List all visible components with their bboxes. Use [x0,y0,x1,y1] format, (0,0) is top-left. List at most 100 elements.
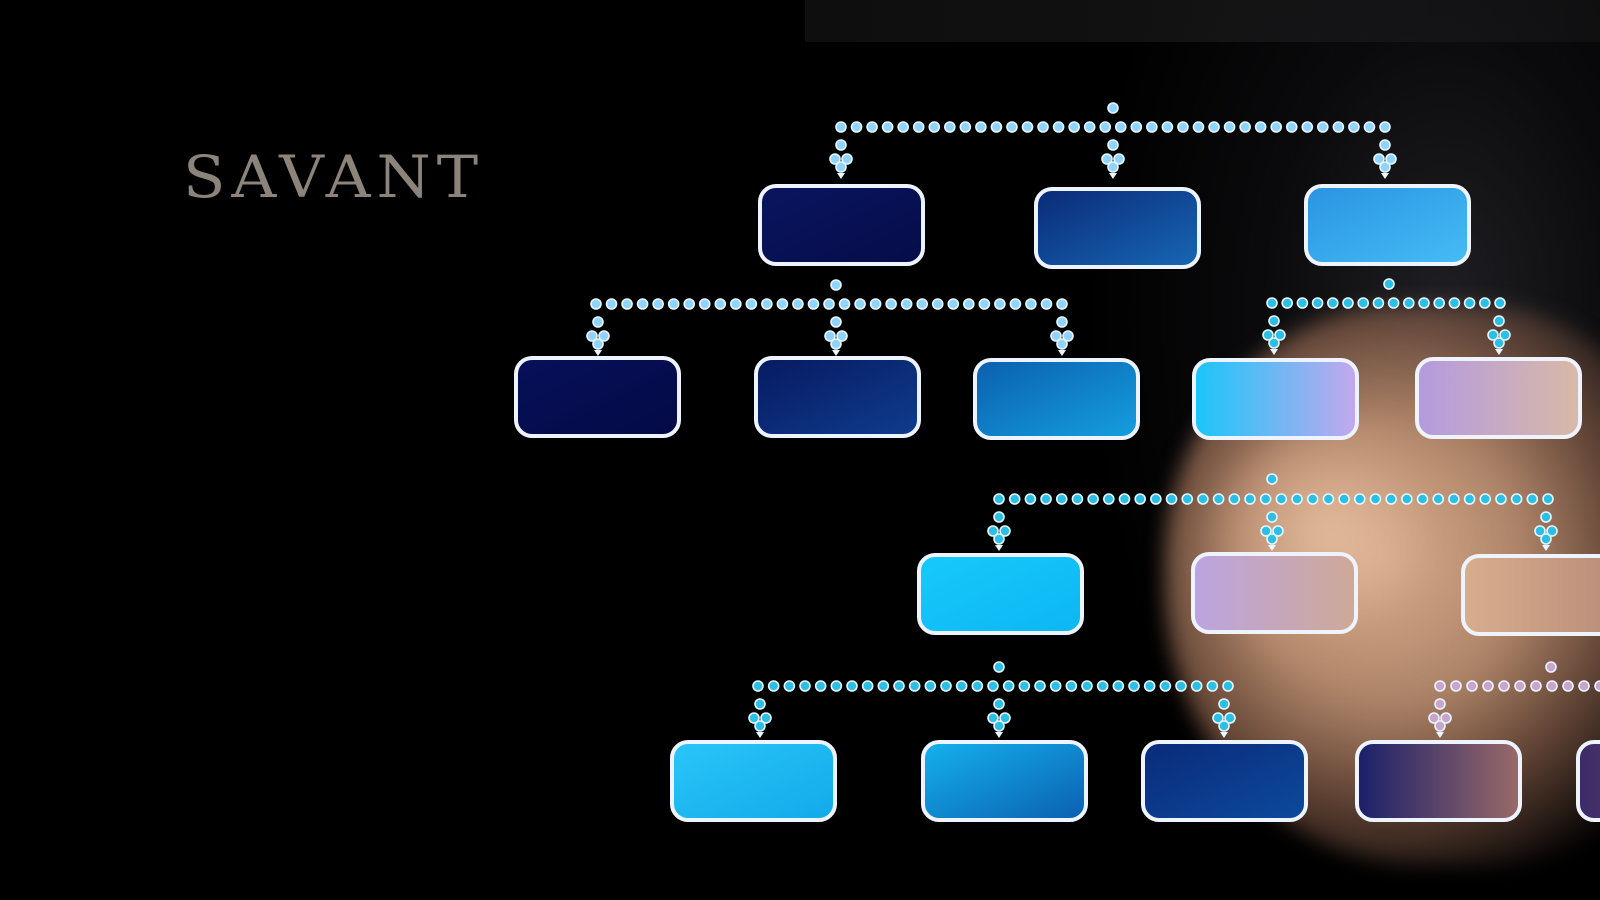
connector-dot [1493,315,1505,327]
arrow-icon [995,545,1003,551]
org-box [973,358,1140,440]
connector-dot [776,298,789,310]
connector-dot [1159,680,1172,692]
org-box [754,356,921,438]
connector-dot [1218,698,1230,710]
connector-dot [1101,153,1113,165]
connector-dot [1357,297,1369,309]
connector-dot [1463,297,1476,309]
connector-dot [683,298,696,310]
connector-dot [1562,680,1574,692]
connector-dot [754,720,766,732]
connector-dot [1540,511,1552,523]
connector-dot [1177,121,1189,133]
connector-dot [1332,121,1345,133]
connector-dot [900,298,913,310]
arrow-icon [832,350,840,356]
connector-dot [1545,661,1557,673]
connector-dot [1268,315,1280,327]
connector-dot [1266,511,1278,523]
connector-dot [1222,680,1234,692]
connector-dot [931,298,944,310]
connector-dot [1546,680,1558,692]
connector-dot [1143,680,1156,692]
connector-dot [1065,680,1078,692]
top-band [805,0,1600,42]
connector-dot [1450,680,1462,692]
connector-dot [1130,121,1143,133]
connector-dot [1018,680,1031,692]
connector-dot [1049,680,1062,692]
connector-dot [1266,473,1278,485]
connector-dot [1181,493,1194,505]
connector-dot [1107,161,1119,173]
connector-dot [1494,297,1506,309]
connector-dot [1434,698,1446,710]
arrow-icon [1495,349,1503,355]
connector-dot [1262,329,1274,341]
arrow-icon [837,173,845,179]
connector-dot [792,298,804,310]
connector-dot [1009,298,1022,310]
connector-dot [1493,337,1505,349]
connector-dot [745,298,758,310]
connector-dot [850,121,863,133]
connector-dot [1342,297,1354,309]
connector-dot [1260,525,1272,537]
connector-dot [1025,298,1037,310]
connector-dot [1510,493,1523,505]
connector-dot [1416,493,1429,505]
connector-dot [1146,121,1158,133]
connector-dot [752,680,764,692]
arrow-icon [1542,545,1550,551]
connector-dot [1296,297,1309,309]
connector-dot [959,121,972,133]
chart-boxes [514,184,1600,822]
connector-dot [893,680,905,692]
connector-dot [1254,121,1267,133]
connector-dot [1071,493,1084,505]
connector-dot [1175,680,1187,692]
connector-dot [698,298,711,310]
connector-dot [993,698,1005,710]
connector-dot [1270,121,1282,133]
connector-dot [829,153,841,165]
connector-dot [598,330,610,342]
connector-dot [1266,533,1278,545]
connector-dot [714,298,727,310]
connector-dot [1542,493,1554,505]
connector-dot [1540,533,1552,545]
arrow-icon [1270,349,1278,355]
connector-dot [1403,297,1415,309]
connector-dot [1479,493,1492,505]
connector-dot [1433,297,1445,309]
connector-dot [993,661,1005,673]
connector-dot [823,298,835,310]
connector-dot [1190,680,1203,692]
connector-dot [1385,493,1397,505]
connector-dot [1578,680,1590,692]
connector-dot [1373,153,1385,165]
connector-dot [947,298,960,310]
org-box [917,553,1084,635]
connector-dot [987,525,999,537]
connector-dot [1291,493,1303,505]
connector-dot [1311,297,1324,309]
connector-dot [1040,298,1053,310]
connector-dot [994,298,1006,310]
connector-dot [835,161,847,173]
connector-dot [1401,493,1413,505]
connector-dot [916,298,929,310]
connector-dot [830,338,842,350]
connector-dot [1112,680,1125,692]
connector-dot [1387,297,1400,309]
connector-dot [1239,121,1251,133]
connector-dot [971,680,984,692]
connector-dot [783,680,796,692]
arrow-icon [1058,350,1066,356]
connector-dot [1050,330,1062,342]
connector-dot [1274,329,1286,341]
connector-dot [605,298,618,310]
org-box [758,184,925,266]
connector-dot [754,698,766,710]
